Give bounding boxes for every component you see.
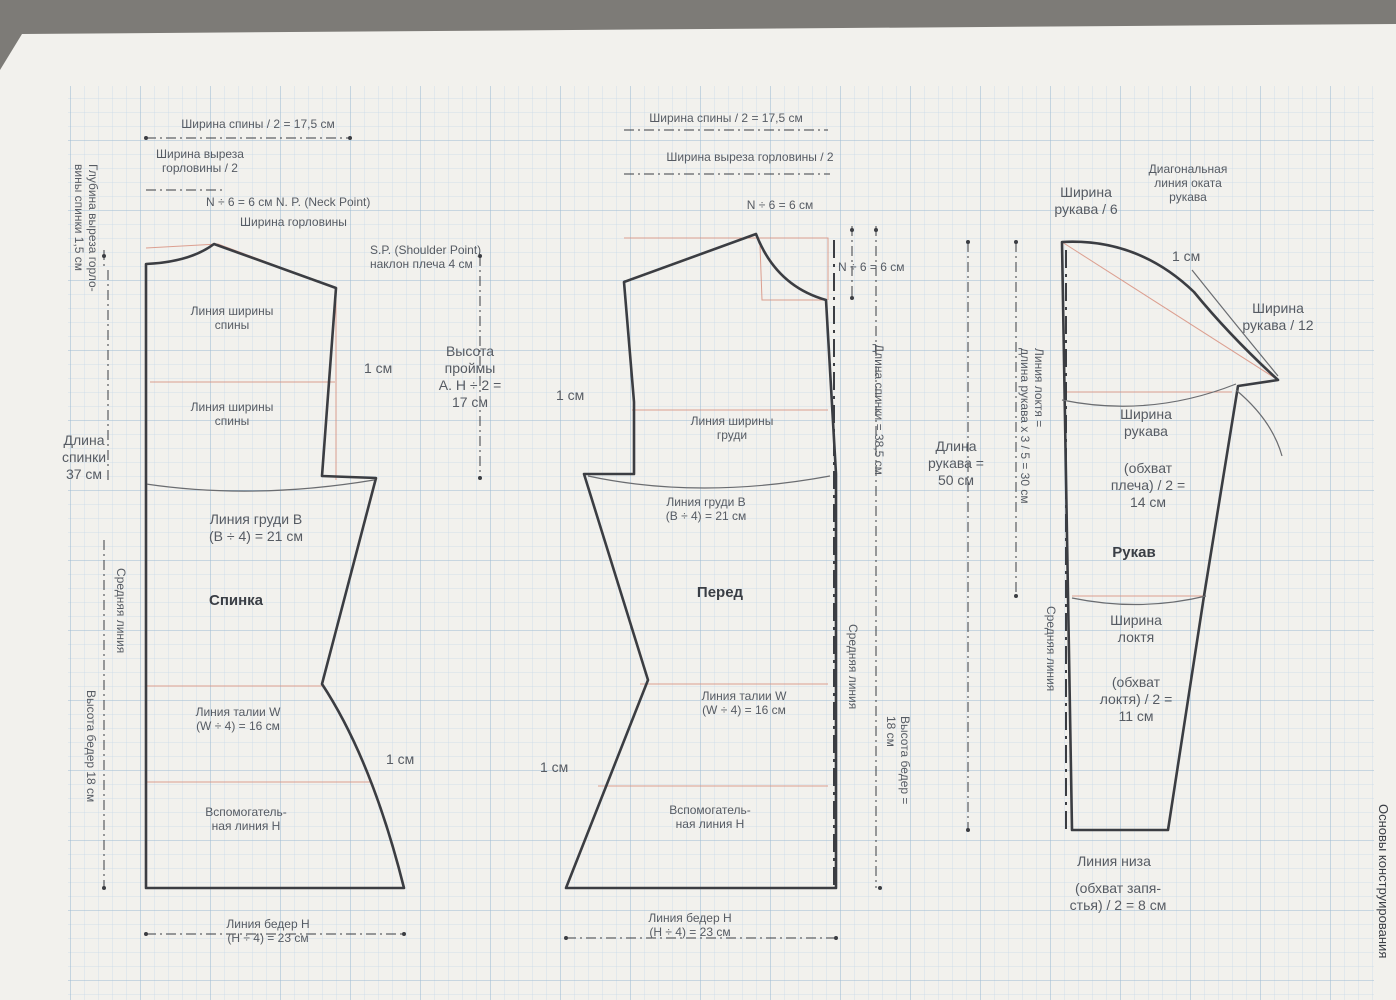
sleeve-outline [1060,240,1280,832]
front-center-line: Средняя линия [846,624,860,710]
front-neck-top-label: N ÷ 6 = 6 см [746,198,814,212]
back-neck-point-label: N ÷ 6 = 6 см N. P. (Neck Point) [206,195,371,209]
front-chest-width-line: Линия ширины груди [690,414,774,442]
back-width-line-2: Линия ширины спины [190,400,274,428]
guide-lines [145,237,1279,787]
back-width-label: Ширина спины / 2 = 17,5 см [181,117,335,131]
sleeve-width-label: Ширина рукава [1120,406,1172,439]
front-aux-line: Вспомогатель- ная линия H [669,803,751,831]
back-hip-line: Линия бедер H (H ÷ 4) = 23 см [226,917,310,945]
back-width-line-1: Линия ширины спины [190,304,274,332]
sleeve-width-12: Ширина рукава / 12 [1242,300,1314,333]
front-neck-cut-label: Ширина выреза горловины / 2 [666,150,834,164]
pattern-outlines [144,232,1280,890]
sleeve-length: Длина рукава = 50 см [928,438,984,488]
back-title: Спинка [208,592,264,609]
back-neck-width-label: Ширина горловины [240,215,347,229]
back-aux-line: Вспомогатель- ная линия H [205,805,287,833]
back-armhole-height: Высота проймы A. H ÷ 2 = 17 см [438,343,502,410]
back-hip-height: Высота бедер 18 см [84,690,98,803]
back-waist-line: Линия талии W (W ÷ 4) = 16 см [195,705,281,733]
back-armhole-offset: 1 см [364,360,393,376]
front-title: Перед [696,584,744,601]
front-hem-offset: 1 см [540,759,569,775]
sleeve-width-6: Ширина рукава / 6 [1054,184,1118,217]
secondary-curves [145,269,1283,606]
front-bust-line: Линия груди B (B ÷ 4) = 21 см [665,495,747,523]
dimension-lines [103,129,1017,939]
sleeve-shoulder-girth: (обхват плеча) / 2 = 14 см [1110,460,1186,510]
back-neck-depth-label: Глубина выреза горло- вины спинки 1,5 см [72,164,100,292]
front-hip-height: Высота бедер = 18 см [884,716,912,805]
back-length-label: Длина спинки 37 см [61,432,107,482]
dimension-ticks [102,136,1018,940]
back-center-line: Средняя линия [114,568,128,654]
front-armhole-offset: 1 см [556,387,585,403]
front-hip-line: Линия бедер H (H ÷ 4) = 23 см [648,911,732,939]
front-back-length: Длина спинки = 38,5 см [872,344,886,475]
sleeve-center-line: Средняя линия [1044,606,1058,692]
margin-title: Основы конструирования [1376,804,1391,959]
sleeve-hem-line: Линия низа [1077,853,1151,869]
back-hem-offset: 1 см [386,751,415,767]
front-neck-side-label: N ÷ 6 = 6 см [838,260,905,274]
sleeve-elbow-width: Ширина локтя [1110,612,1162,645]
front-back-width-label: Ширина спины / 2 = 17,5 см [649,111,803,125]
back-bust-line: Линия груди B (B ÷ 4) = 21 см [209,511,303,544]
back-outline [144,242,406,890]
sleeve-diagonal: Диагональная линия оката рукава [1148,162,1228,204]
back-neck-cut-label: Ширина выреза горловины / 2 [156,147,244,175]
front-outline [564,232,838,890]
sleeve-title: Рукав [1112,544,1156,561]
sleeve-wrist-girth: (обхват запя- стья) / 2 = 8 см [1069,880,1167,913]
center-lines [145,240,1067,888]
back-shoulder-point-label: S.P. (Shoulder Point) наклон плеча 4 см [370,243,482,271]
front-waist-line: Линия талии W (W ÷ 4) = 16 см [701,689,787,717]
sleeve-elbow-girth: (обхват локтя) / 2 = 11 см [1099,674,1173,724]
sleeve-offset: 1 см [1172,248,1201,264]
sleeve-elbow-line: Линия локтя = длина рукава х 3 / 5 = 30 … [1018,348,1046,504]
